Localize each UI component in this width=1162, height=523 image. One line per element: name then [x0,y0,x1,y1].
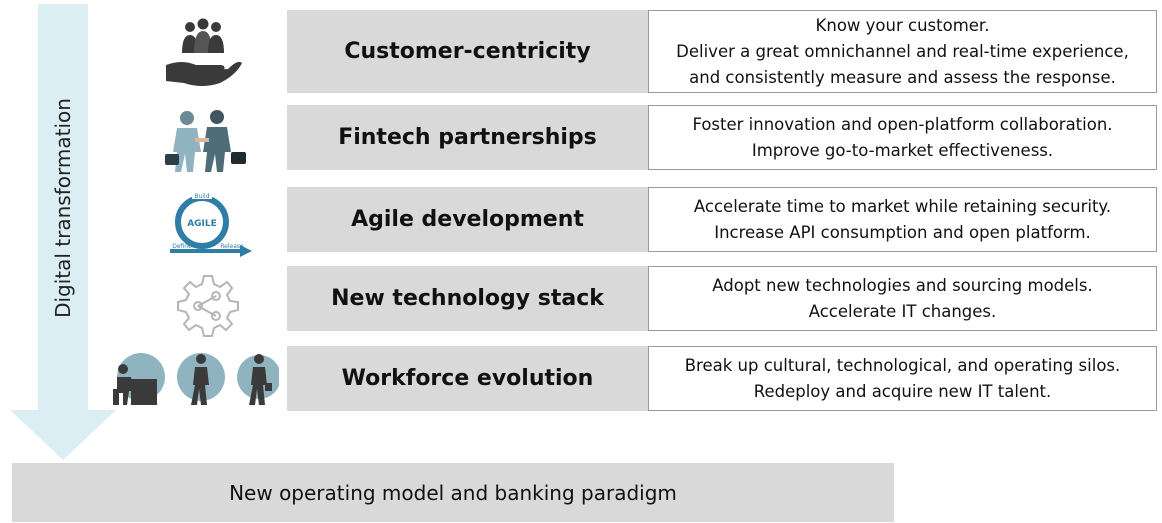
desc-line: and consistently measure and assess the … [689,67,1116,87]
agile-cycle-icon: Build AGILE Define Release [160,188,256,260]
result-box: New operating model and banking paradigm [12,463,894,522]
handshake-icon [160,106,250,178]
gear-share-icon [168,270,248,340]
desc-line: Increase API consumption and open platfo… [714,222,1091,242]
agile-release-label: Release [220,243,244,250]
desc-line: Accelerate time to market while retainin… [693,196,1112,216]
agile-center-label: AGILE [187,219,217,229]
desc-new-technology-stack: Adopt new technologies and sourcing mode… [648,266,1157,331]
desc-line: Know your customer. [815,15,990,35]
label-agile-development: Agile development [287,187,648,252]
desc-line: Deliver a great omnichannel and real-tim… [676,41,1129,61]
desc-line: Improve go-to-market effectiveness. [751,140,1054,160]
desc-line: Adopt new technologies and sourcing mode… [712,275,1093,295]
transformation-arrow-head [10,410,116,460]
label-new-technology-stack: New technology stack [287,266,648,331]
transformation-arrow-shaft [38,4,88,410]
label-customer-centricity: Customer-centricity [287,10,648,93]
agile-define-label: Define [172,243,192,250]
desc-line: Accelerate IT changes. [808,301,997,321]
result-label: New operating model and banking paradigm [229,480,677,505]
label-fintech-partnerships: Fintech partnerships [287,105,648,170]
desc-workforce-evolution: Break up cultural, technological, and op… [648,346,1157,411]
people-in-hand-icon [160,14,245,94]
desc-line: Break up cultural, technological, and op… [684,355,1121,375]
desc-line: Foster innovation and open-platform coll… [692,114,1113,134]
agile-build-label: Build [194,193,209,200]
desc-line: Redeploy and acquire new IT talent. [753,381,1052,401]
desc-fintech-partnerships: Foster innovation and open-platform coll… [648,105,1157,170]
label-workforce-evolution: Workforce evolution [287,346,648,411]
arrow-label: Digital transformation [51,98,75,318]
workforce-icon [108,348,280,410]
desc-agile-development: Accelerate time to market while retainin… [648,187,1157,252]
desc-customer-centricity: Know your customer. Deliver a great omni… [648,10,1157,93]
